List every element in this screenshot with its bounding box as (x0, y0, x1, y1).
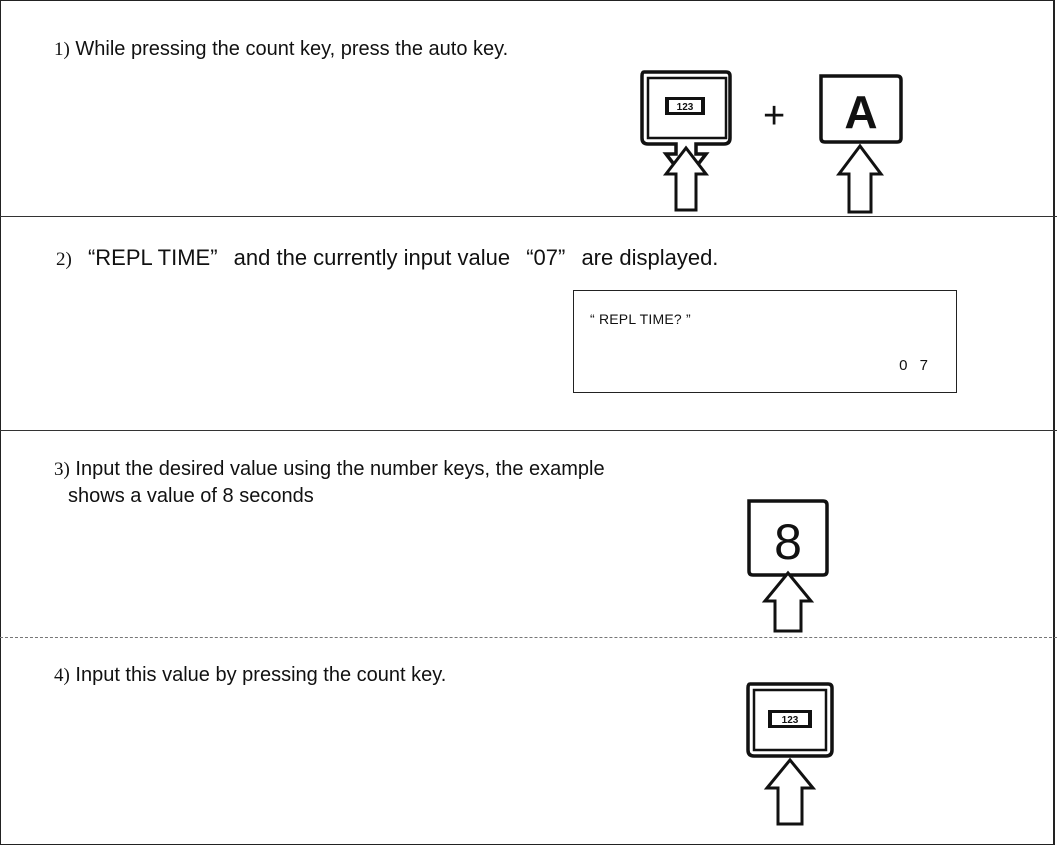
step-text: are displayed. (581, 245, 719, 270)
number-key-label: 8 (774, 514, 802, 570)
step-number: 4) (54, 665, 70, 686)
number-key-8-icon: 8 (747, 499, 829, 633)
step-text: shows a value of 8 seconds (68, 485, 314, 507)
display-line-2: 0 7 (899, 357, 932, 374)
auto-key-label: A (844, 86, 877, 138)
step-text: “REPL TIME” (87, 245, 218, 270)
lcd-display: “ REPL TIME? ” 0 7 (573, 290, 957, 393)
count-key-label: 123 (782, 715, 799, 726)
step-2: 2) “REPL TIME” and the currently input v… (56, 244, 718, 273)
step-4: 4) Input this value by pressing the coun… (54, 662, 446, 689)
count-key-icon: 123 (640, 70, 732, 212)
count-key-label: 123 (677, 102, 694, 113)
plus-sign: + (763, 95, 786, 137)
step-text: “07” (526, 245, 566, 270)
step-text: While pressing the count key, press the … (75, 38, 509, 60)
step-text: and the currently input value (233, 245, 511, 270)
step-number: 1) (54, 39, 70, 60)
divider (0, 637, 1057, 638)
step-3: 3) Input the desired value using the num… (54, 456, 605, 510)
count-key-icon: 123 (746, 682, 834, 826)
divider (0, 216, 1057, 217)
step-number: 3) (54, 459, 70, 480)
step-number: 2) (56, 249, 72, 270)
divider (0, 430, 1057, 431)
step-1: 1) While pressing the count key, press t… (54, 36, 508, 63)
display-line-1: “ REPL TIME? ” (590, 311, 691, 327)
step-text: Input this value by pressing the count k… (75, 664, 447, 686)
auto-key-icon: A (819, 74, 903, 214)
step-text: Input the desired value using the number… (75, 458, 605, 480)
